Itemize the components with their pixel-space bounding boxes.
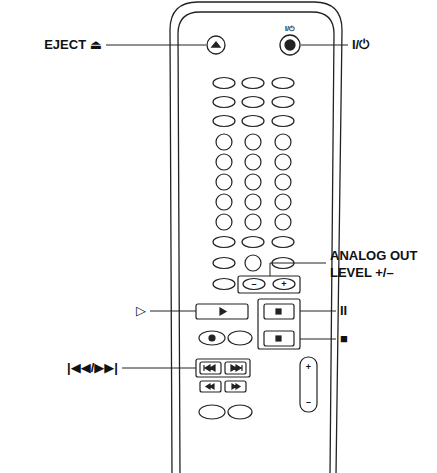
remote-key xyxy=(213,279,235,290)
remote-key xyxy=(272,237,294,248)
button-label: |◀◀/▶▶| xyxy=(67,361,118,376)
remote-key xyxy=(242,97,264,108)
key-marking: I/⏻ xyxy=(285,25,295,33)
button-label: ANALOG OUT xyxy=(330,249,417,264)
remote-key xyxy=(242,78,264,89)
button-label: I/⏻ xyxy=(352,38,369,53)
remote-key xyxy=(242,116,264,127)
key-marking: + xyxy=(281,279,286,289)
remote-key xyxy=(242,237,264,248)
remote-key xyxy=(243,279,265,290)
key-marking: – xyxy=(306,397,311,407)
remote-key xyxy=(245,174,261,190)
remote-key xyxy=(275,174,291,190)
remote-key xyxy=(245,255,261,271)
button-label: LEVEL +/– xyxy=(330,266,394,281)
remote-key xyxy=(275,214,291,230)
remote-key xyxy=(245,214,261,230)
remote-key xyxy=(216,194,232,210)
button-label: II xyxy=(340,304,347,319)
key-marking: – xyxy=(251,279,256,289)
remote-key xyxy=(272,116,294,127)
remote-key xyxy=(245,154,261,170)
remote-key xyxy=(275,154,291,170)
remote-key xyxy=(272,78,294,89)
remote-key xyxy=(216,134,232,150)
remote-key xyxy=(213,78,235,89)
key-marking: + xyxy=(306,362,311,372)
remote-key xyxy=(273,279,295,290)
remote-key xyxy=(245,194,261,210)
remote-key xyxy=(213,116,235,127)
remote-key xyxy=(275,134,291,150)
remote-key xyxy=(272,97,294,108)
remote-key xyxy=(213,258,235,269)
remote-key xyxy=(213,97,235,108)
remote-key xyxy=(245,134,261,150)
button-label: ▷ xyxy=(136,304,146,319)
button-label: EJECT ⏏ xyxy=(44,38,102,53)
remote-key xyxy=(216,214,232,230)
button-label: ■ xyxy=(340,332,348,347)
remote-key xyxy=(275,194,291,210)
remote-key xyxy=(216,154,232,170)
remote-key xyxy=(216,174,232,190)
remote-key xyxy=(213,237,235,248)
